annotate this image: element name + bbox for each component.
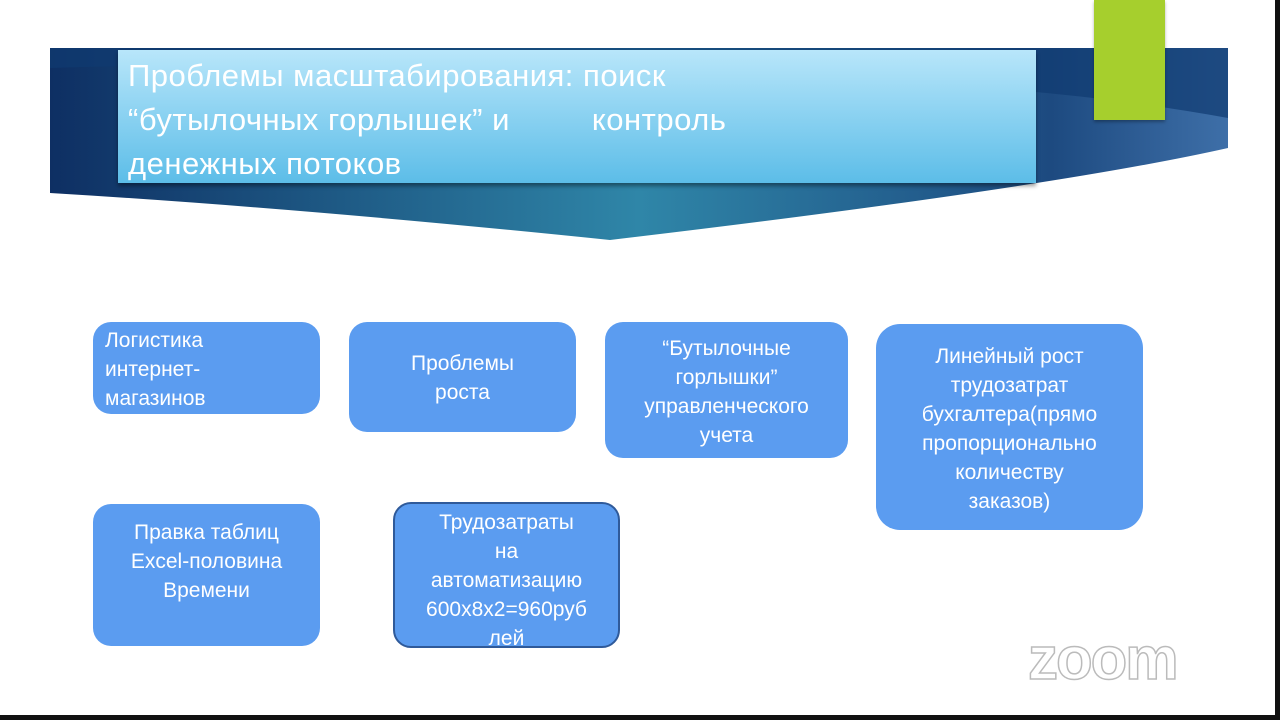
box-logistics: Логистика интернет- магазинов (93, 322, 320, 414)
slide-title: Проблемы масштабирования: поиск “бутылоч… (128, 58, 727, 181)
box-text: Логистика интернет- магазинов (105, 329, 206, 410)
frame-edge (0, 715, 1280, 720)
box-linear-growth: Линейный рост трудозатрат бухгалтера(пря… (876, 324, 1143, 530)
title-box: Проблемы масштабирования: поиск “бутылоч… (118, 50, 1036, 183)
zoom-watermark: zoom (1027, 624, 1179, 693)
box-text: Проблемы роста (410, 352, 514, 404)
frame-edge (1275, 0, 1280, 720)
box-text: “Бутылочные горлышки” управленческого уч… (644, 337, 809, 447)
box-text: Правка таблиц Excel-половина Времени (130, 521, 283, 602)
box-automation-cost: Трудозатраты на автоматизацию 600х8х2=96… (393, 502, 620, 650)
box-excel: Правка таблиц Excel-половина Времени (93, 504, 320, 646)
box-text: Линейный рост трудозатрат бухгалтера(пря… (921, 345, 1098, 513)
accent-bar (1094, 0, 1165, 120)
box-bottlenecks: “Бутылочные горлышки” управленческого уч… (605, 322, 848, 458)
box-growth: Проблемы роста (349, 322, 576, 432)
box-text: Трудозатраты на автоматизацию 600х8х2=96… (426, 511, 587, 650)
